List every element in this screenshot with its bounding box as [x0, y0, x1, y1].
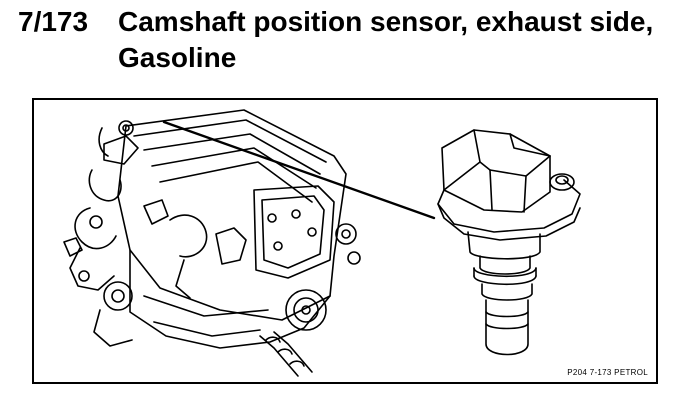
figure-reference-code: P204 7-173 PETROL	[567, 368, 648, 377]
figure-frame: P204 7-173 PETROL	[32, 98, 658, 384]
engine-assembly-illustration	[63, 109, 361, 377]
technical-illustration	[63, 109, 581, 377]
leader-line	[162, 120, 436, 220]
camshaft-position-sensor-illustration	[437, 129, 581, 356]
document-header: 7/173 Camshaft position sensor, exhaust …	[10, 4, 670, 76]
document-title: Camshaft position sensor, exhaust side, …	[118, 6, 654, 73]
document-number: 7/173	[18, 6, 89, 37]
